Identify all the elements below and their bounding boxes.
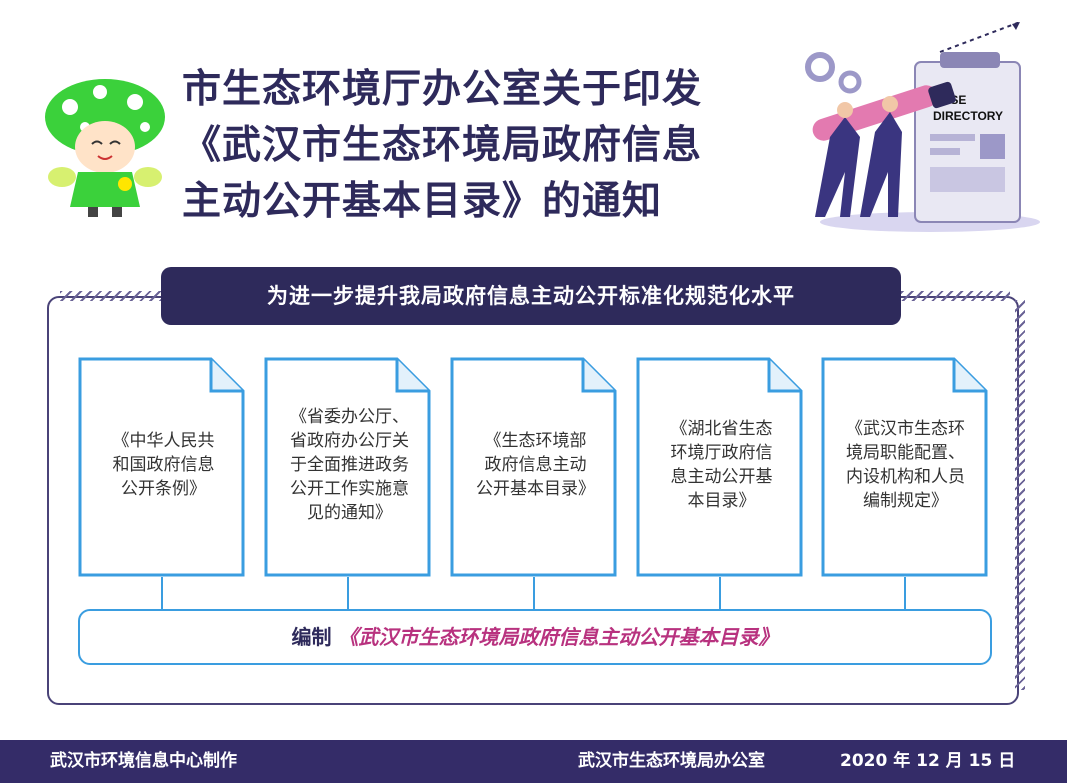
title-line-3: 主动公开基本目录》的通知: [182, 179, 663, 224]
document-title: 《省委办公厅、 省政府办公厅关 于全面推进政务 公开工作实施意 见的通知》: [290, 407, 409, 523]
document-title: 《生态环境部 政府信息主动 公开基本目录》: [476, 431, 595, 499]
footer-bar: 武汉市环境信息中心制作 武汉市生态环境局办公室 2020 年 12 月 15 日: [0, 740, 1067, 783]
document-card-1: 《中华人民共 和国政府信息 公开条例》: [78, 357, 245, 577]
footer-date: 2020 年 12 月 15 日: [840, 751, 1016, 771]
connector-line: [347, 577, 349, 609]
document-icon: [636, 357, 803, 577]
title-line-1: 市生态环境厅办公室关于印发: [182, 67, 703, 112]
document-icon: [264, 357, 431, 577]
frame-hatch-right: [1015, 300, 1025, 690]
document-title: 《武汉市生态环 境局职能配置、 内设机构和人员 编制规定》: [846, 419, 965, 511]
document-icon: [821, 357, 988, 577]
intro-banner: 为进一步提升我局政府信息主动公开标准化规范化水平: [161, 267, 901, 325]
connector-line: [161, 577, 163, 609]
illustration-label-2: DIRECTORY: [933, 109, 1003, 123]
document-card-3: 《生态环境部 政府信息主动 公开基本目录》: [450, 357, 617, 577]
title-line-2: 《武汉市生态环境局政府信息: [182, 123, 703, 168]
compile-prefix: 编制: [291, 625, 332, 649]
document-card-5: 《武汉市生态环 境局职能配置、 内设机构和人员 编制规定》: [821, 357, 988, 577]
footer-producer: 武汉市环境信息中心制作: [50, 751, 237, 771]
document-title: 《中华人民共 和国政府信息 公开条例》: [112, 431, 215, 499]
directory-illustration-icon: BASE DIRECTORY: [805, 22, 1040, 232]
document-card-2: 《省委办公厅、 省政府办公厅关 于全面推进政务 公开工作实施意 见的通知》: [264, 357, 431, 577]
mascot-icon: [45, 79, 165, 217]
connector-line: [719, 577, 721, 609]
document-icon: [450, 357, 617, 577]
connector-line: [533, 577, 535, 609]
document-title: 《湖北省生态 环境厅政府信 息主动公开基 本目录》: [670, 419, 773, 511]
connector-line: [904, 577, 906, 609]
footer-office: 武汉市生态环境局办公室: [578, 751, 765, 771]
compile-title: 《武汉市生态环境局政府信息主动公开基本目录》: [338, 625, 779, 649]
document-icon: [78, 357, 245, 577]
page-title: 市生态环境厅办公室关于印发 《武汉市生态环境局政府信息 主动公开基本目录》的通知: [182, 62, 782, 230]
compile-box: 编制 《武汉市生态环境局政府信息主动公开基本目录》: [78, 609, 992, 665]
document-card-4: 《湖北省生态 环境厅政府信 息主动公开基 本目录》: [636, 357, 803, 577]
